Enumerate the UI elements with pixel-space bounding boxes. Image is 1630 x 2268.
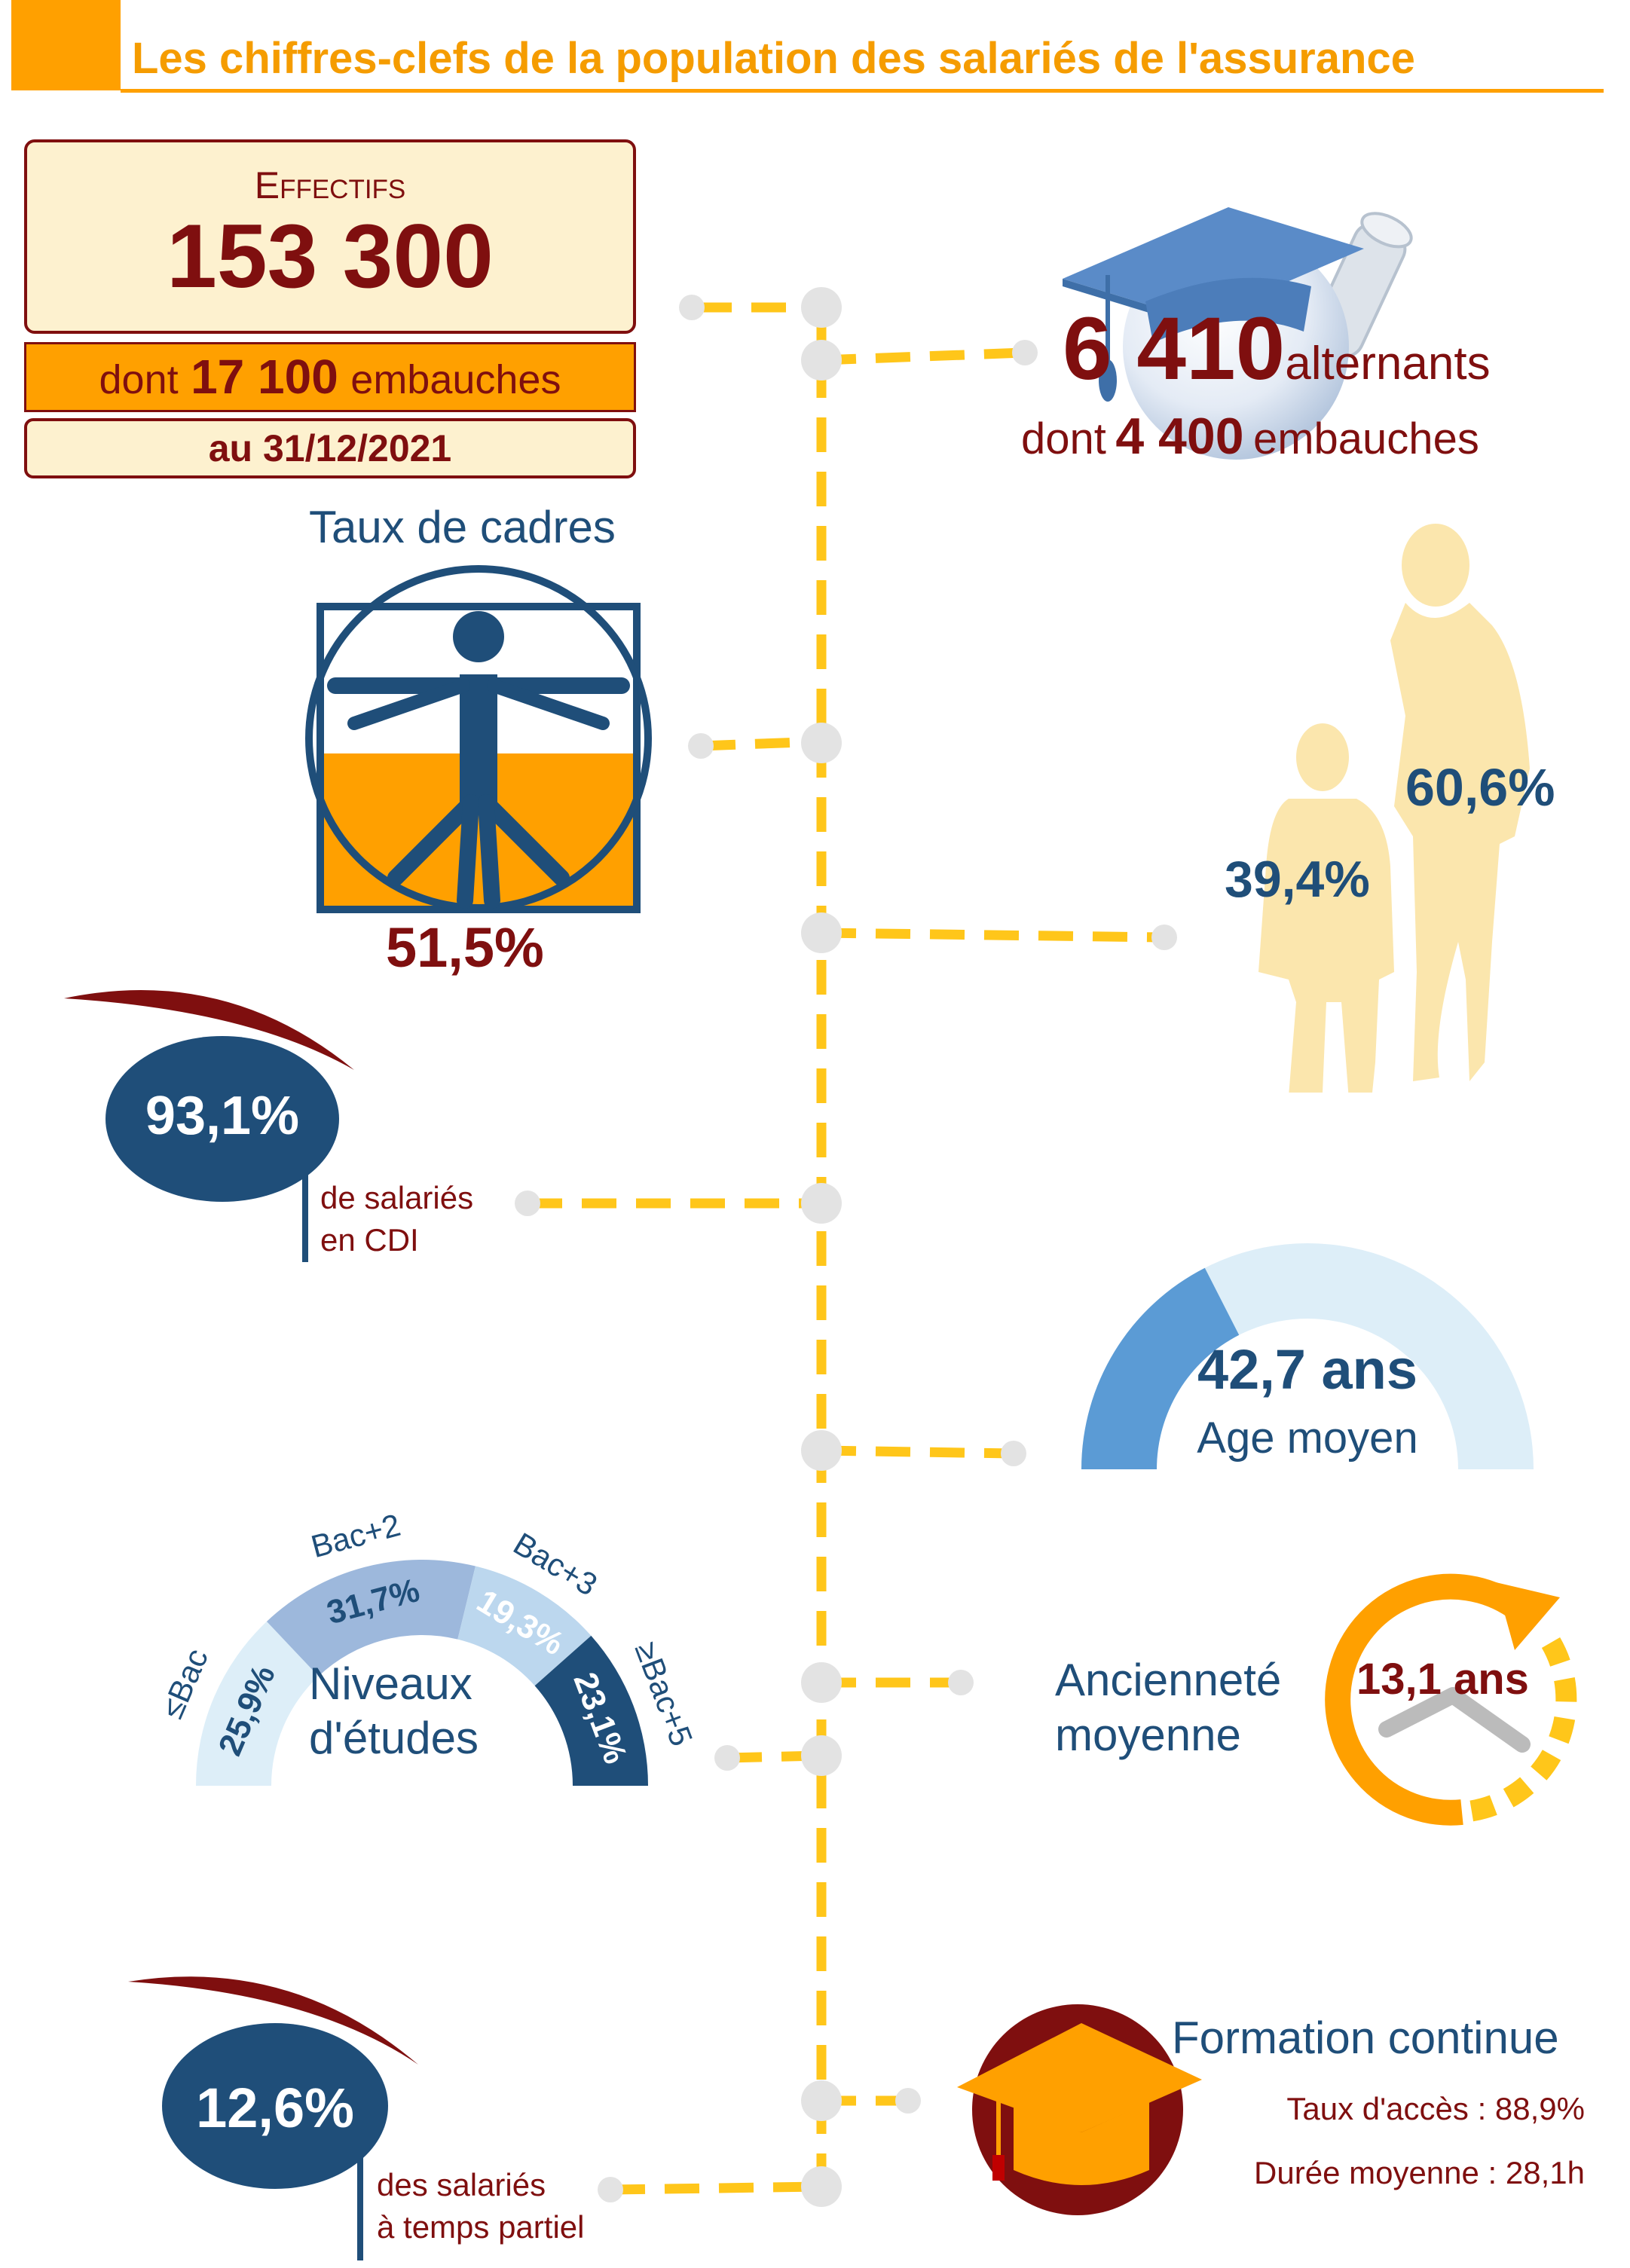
age-gauge-fill [1081, 1267, 1240, 1469]
page-title: Les chiffres-clefs de la population des … [132, 34, 1415, 83]
connector-alternants [821, 347, 1026, 365]
clock-arrow-icon [1325, 1573, 1577, 1826]
effectifs-date-box: au 31/12/2021 [24, 418, 636, 478]
training-access: Taux d'accès : 88,9% [1286, 2091, 1585, 2126]
age-label: Age moyen [1197, 1414, 1418, 1463]
vitruvian-man-icon [305, 565, 652, 913]
effectifs-hires-value: 17 100 [191, 350, 338, 404]
cdi-badge-graphic [64, 990, 354, 1262]
alternants-label: alternants [1285, 338, 1491, 390]
connector-end-dot [1001, 1441, 1026, 1466]
part-time-badge-graphic [128, 1976, 418, 2260]
timeline-dot [801, 1430, 842, 1471]
connector-end-dot [714, 1745, 740, 1771]
alternants-hires-suffix: embauches [1252, 414, 1479, 463]
connector-cadres [700, 736, 822, 751]
timeline-dot [801, 2166, 842, 2207]
alternants-hires-row: dont 4 400 embauches [1021, 407, 1479, 466]
cadres-value: 51,5% [386, 916, 544, 979]
age-value: 42,7 ans [1197, 1338, 1418, 1401]
connector-end-dot [1012, 340, 1038, 365]
effectifs-hires-prefix: dont [99, 357, 179, 402]
timeline-dot [801, 340, 842, 381]
timeline-dot [801, 1735, 842, 1776]
gender-women-value: 60,6% [1405, 758, 1555, 817]
training-title: Formation continue [1172, 2013, 1559, 2063]
cdi-line1: de salariés [320, 1180, 474, 1215]
seniority-value: 13,1 ans [1356, 1655, 1529, 1704]
education-segment [534, 1635, 648, 1786]
title-underline [121, 89, 1604, 93]
alternants-hires-value: 4 400 [1115, 408, 1244, 465]
timeline-dot [801, 1183, 842, 1224]
title-accent-block [11, 0, 121, 90]
timeline-dot [801, 287, 842, 328]
timeline-dot [801, 1662, 842, 1703]
seniority-label-line2: moyenne [1055, 1710, 1241, 1760]
gender-men-value: 39,4% [1225, 851, 1370, 908]
effectifs-date: au 31/12/2021 [208, 427, 452, 469]
training-duration: Durée moyenne : 28,1h [1254, 2155, 1585, 2190]
education-segment-label: Bac+2 [307, 1507, 404, 1564]
graduation-cap-globe-icon [1063, 207, 1413, 460]
cdi-value: 93,1% [145, 1086, 300, 1146]
connector-age [821, 1445, 1014, 1459]
part-time-value: 12,6% [196, 2077, 354, 2139]
alternants-hires-prefix: dont [1021, 414, 1106, 463]
timeline-dot [801, 723, 842, 763]
education-segment [196, 1621, 319, 1786]
alternants-value: 6 410 [1063, 299, 1286, 399]
connector-part-time [610, 2181, 822, 2195]
cadres-label: Taux de cadres [309, 502, 616, 552]
effectifs-label: Effectifs [254, 164, 406, 206]
connector-end-dot [679, 295, 705, 320]
cdi-line2: en CDI [320, 1222, 419, 1258]
effectifs-box: Effectifs 153 300 [24, 139, 636, 334]
part-time-line1: des salariés [377, 2167, 546, 2202]
connector-end-dot [948, 1670, 974, 1695]
connector-end-dot [515, 1191, 540, 1216]
timeline-dot [801, 2080, 842, 2121]
connector-end-dot [598, 2177, 623, 2202]
connector-gender [821, 928, 1165, 943]
education-segment [457, 1566, 592, 1686]
alternants-row: 6 410alternants [1063, 298, 1491, 400]
education-segment [266, 1560, 476, 1677]
mortarboard-icon [957, 2004, 1202, 2215]
age-gauge [1081, 1243, 1534, 1469]
effectifs-hires-suffix: embauches [350, 357, 561, 402]
effectifs-value: 153 300 [167, 206, 494, 307]
timeline-dot [801, 912, 842, 953]
connector-end-dot [895, 2088, 921, 2114]
effectifs-hires-bar: dont 17 100 embauches [24, 342, 636, 412]
connector-end-dot [688, 733, 714, 759]
connector-end-dot [1151, 925, 1177, 950]
part-time-line2: à temps partiel [377, 2209, 585, 2245]
education-label-line2: d'études [309, 1713, 479, 1763]
education-segment-label: ≤Bac [154, 1643, 215, 1723]
seniority-label-line1: Ancienneté [1055, 1655, 1282, 1705]
education-label-line1: Niveaux [309, 1658, 472, 1709]
man-woman-silhouette-icon [1258, 524, 1530, 1093]
